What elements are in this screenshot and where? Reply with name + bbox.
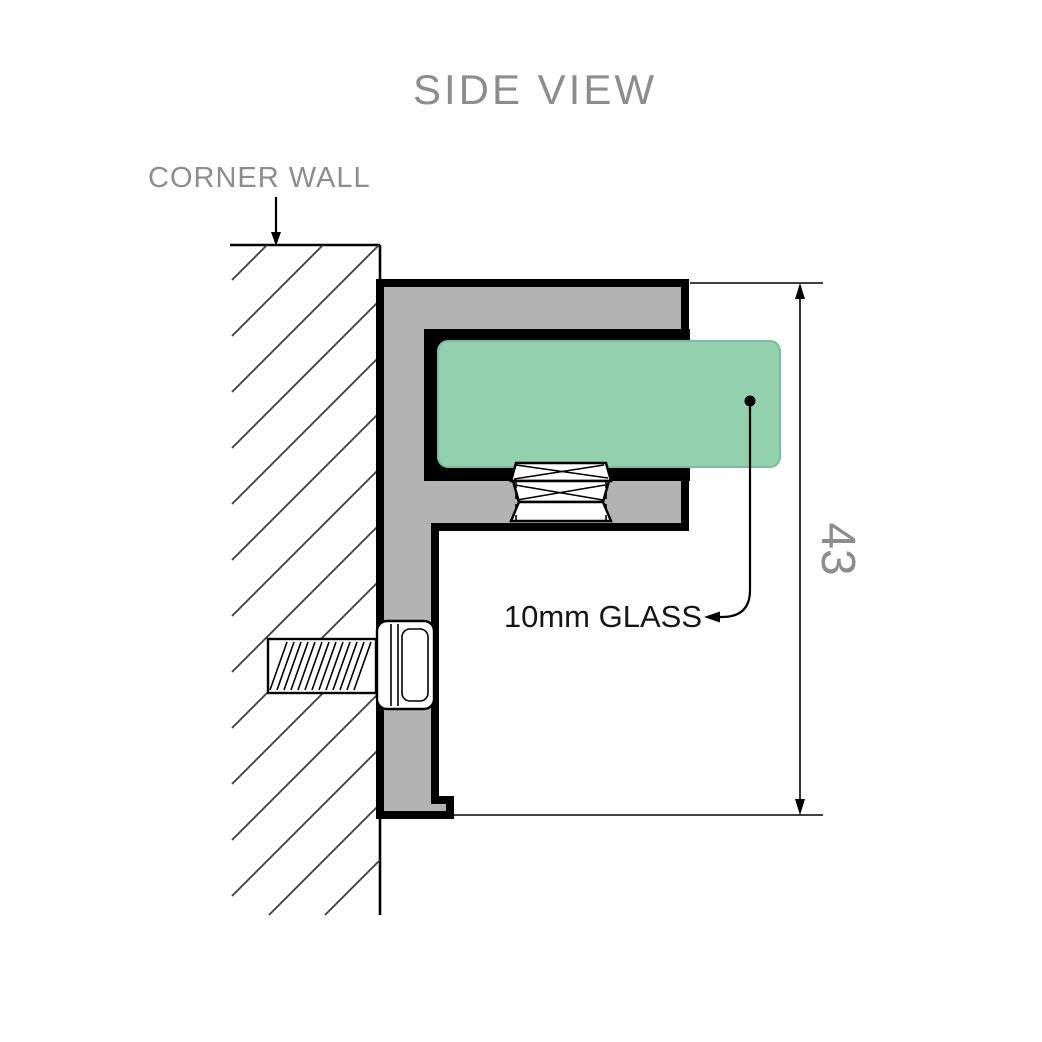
screw-thread-hatching — [269, 641, 372, 691]
dimension-value: 43 — [811, 522, 864, 575]
corner-wall-section — [230, 243, 382, 916]
corner-wall-label: CORNER WALL — [148, 162, 371, 194]
dimension-arrowhead-up-icon — [795, 283, 805, 299]
wall-hatching — [231, 244, 381, 916]
corner-wall-arrowhead-icon — [271, 232, 281, 246]
callout-leader-line — [720, 406, 752, 619]
callout-arrowhead-icon — [704, 611, 720, 623]
glass-label: 10mm GLASS — [504, 599, 702, 634]
screw-bushing — [375, 619, 436, 711]
glass-callout: 10mm GLASS — [504, 395, 756, 634]
screw-thread-body — [266, 637, 378, 695]
callout-dot-icon — [744, 395, 756, 407]
height-dimension: 43 — [452, 282, 864, 816]
glass-panel — [437, 340, 781, 468]
page-title: SIDE VIEW — [413, 66, 657, 113]
dimension-arrowhead-down-icon — [795, 799, 805, 815]
wall-fixing-screw — [266, 619, 436, 711]
set-screw — [509, 461, 613, 526]
